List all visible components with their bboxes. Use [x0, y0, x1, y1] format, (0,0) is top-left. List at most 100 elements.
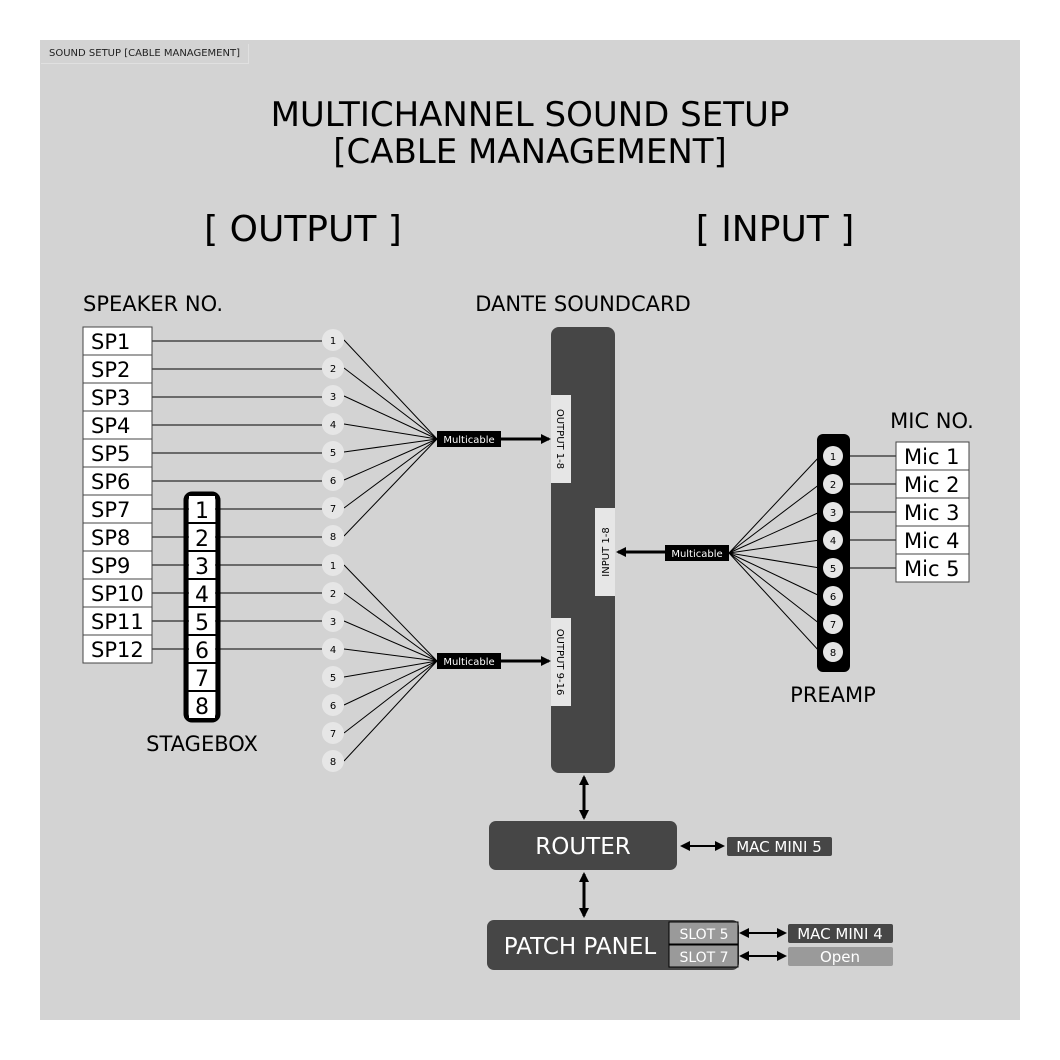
- preamp-channel-label: 6: [830, 592, 836, 603]
- stagebox-label: STAGEBOX: [146, 732, 258, 756]
- speaker-box: [82, 578, 153, 608]
- title-line-1: MULTICHANNEL SOUND SETUP: [271, 95, 790, 135]
- output-node-label: 2: [330, 364, 336, 375]
- fan-line: [343, 660, 438, 762]
- fan-line: [343, 438, 438, 453]
- soundcard-heading: DANTE SOUNDCARD: [475, 292, 691, 316]
- output-node-label: 7: [330, 504, 336, 515]
- slot-5-device-label: MAC MINI 4: [797, 925, 883, 943]
- multicable-a-label: Multicable: [443, 435, 494, 446]
- output-node-label: 3: [330, 617, 336, 628]
- preamp-fan-line: [728, 483, 821, 554]
- stagebox-port: [189, 636, 215, 662]
- preamp-channel: [823, 474, 843, 494]
- stagebox-port: [189, 664, 215, 690]
- slot-5-label: SLOT 5: [679, 927, 728, 943]
- output-node-label: 5: [330, 448, 336, 459]
- input-multicable-box: [665, 545, 729, 561]
- mic-box: [895, 469, 970, 499]
- speaker-box: [82, 634, 153, 664]
- preamp-channel: [823, 502, 843, 522]
- fan-line: [343, 660, 438, 678]
- mic-heading: MIC NO.: [890, 409, 974, 433]
- patch-panel-label: PATCH PANEL: [504, 934, 657, 960]
- mic-label: Mic 3: [904, 501, 960, 525]
- preamp-fan-line: [728, 539, 821, 554]
- speaker-box: [82, 354, 153, 384]
- preamp-fan-line: [728, 552, 821, 569]
- preamp-label: PREAMP: [790, 683, 876, 707]
- speaker-label: SP7: [91, 498, 130, 522]
- output-node-label: 2: [330, 589, 336, 600]
- fan-line: [343, 438, 438, 509]
- fan-line: [343, 660, 438, 734]
- preamp-channel: [823, 586, 843, 606]
- stagebox-port: [189, 692, 215, 718]
- input-heading: [ INPUT ]: [696, 209, 855, 250]
- output-node: [322, 329, 344, 351]
- preamp-fan-line: [728, 552, 821, 597]
- output-node-label: 8: [330, 532, 336, 543]
- stagebox-port: [189, 608, 215, 634]
- fan-line: [343, 660, 438, 706]
- mic-label: Mic 5: [904, 557, 960, 581]
- output-node: [322, 750, 344, 772]
- fan-line: [343, 620, 438, 662]
- mic-box: [895, 497, 970, 527]
- slot-7-device-box: [788, 947, 893, 966]
- preamp-fan-line: [728, 511, 821, 554]
- output-node-label: 4: [330, 420, 336, 431]
- preamp-channel-label: 8: [830, 648, 836, 659]
- stagebox-port-label: 3: [195, 555, 209, 580]
- speaker-box: [82, 410, 153, 440]
- mic-label: Mic 1: [904, 445, 960, 469]
- output-node-label: 6: [330, 701, 336, 712]
- stagebox-port-label: 1: [195, 499, 209, 524]
- preamp-channel: [823, 642, 843, 662]
- output-heading: [ OUTPUT ]: [204, 209, 402, 250]
- speaker-box: [82, 382, 153, 412]
- speaker-box: [82, 466, 153, 496]
- output-node: [322, 694, 344, 716]
- preamp-channel-label: 5: [830, 564, 836, 575]
- fan-line: [343, 367, 438, 440]
- fan-line: [343, 564, 438, 662]
- preamp-channel-label: 1: [830, 452, 836, 463]
- output-node: [322, 722, 344, 744]
- stagebox-port: [189, 524, 215, 550]
- preamp-channel-label: 3: [830, 508, 836, 519]
- output-node-label: 1: [330, 336, 336, 347]
- fan-line: [343, 438, 438, 537]
- preamp-fan: [728, 455, 821, 653]
- fan-line: [343, 339, 438, 440]
- stagebox-port: [189, 552, 215, 578]
- input-1-8-port: [595, 508, 615, 596]
- speaker-box: [82, 326, 153, 356]
- preamp-channel: [823, 614, 843, 634]
- mic-label: Mic 2: [904, 473, 960, 497]
- output-9-16-port-label: OUTPUT 9-16: [554, 629, 565, 696]
- output-node: [322, 666, 344, 688]
- preamp-channel: [823, 446, 843, 466]
- speaker-label: SP6: [91, 470, 130, 494]
- slot-5-device-box: [788, 924, 893, 943]
- speaker-label: SP10: [91, 582, 144, 606]
- slot-7-label: SLOT 7: [679, 950, 728, 966]
- mic-box: [895, 525, 970, 555]
- speaker-box: [82, 494, 153, 524]
- speaker-heading: SPEAKER NO.: [83, 292, 223, 316]
- stagebox-port-label: 8: [195, 695, 209, 720]
- output-node: [322, 638, 344, 660]
- preamp-channel-label: 7: [830, 620, 836, 631]
- router-box: [489, 821, 677, 870]
- fan-line: [343, 395, 438, 440]
- speaker-label: SP4: [91, 414, 130, 438]
- output-node: [322, 497, 344, 519]
- preamp-fan-line: [728, 552, 821, 625]
- fan-line: [343, 592, 438, 662]
- output-node-label: 5: [330, 673, 336, 684]
- router-device-label: MAC MINI 5: [736, 838, 822, 856]
